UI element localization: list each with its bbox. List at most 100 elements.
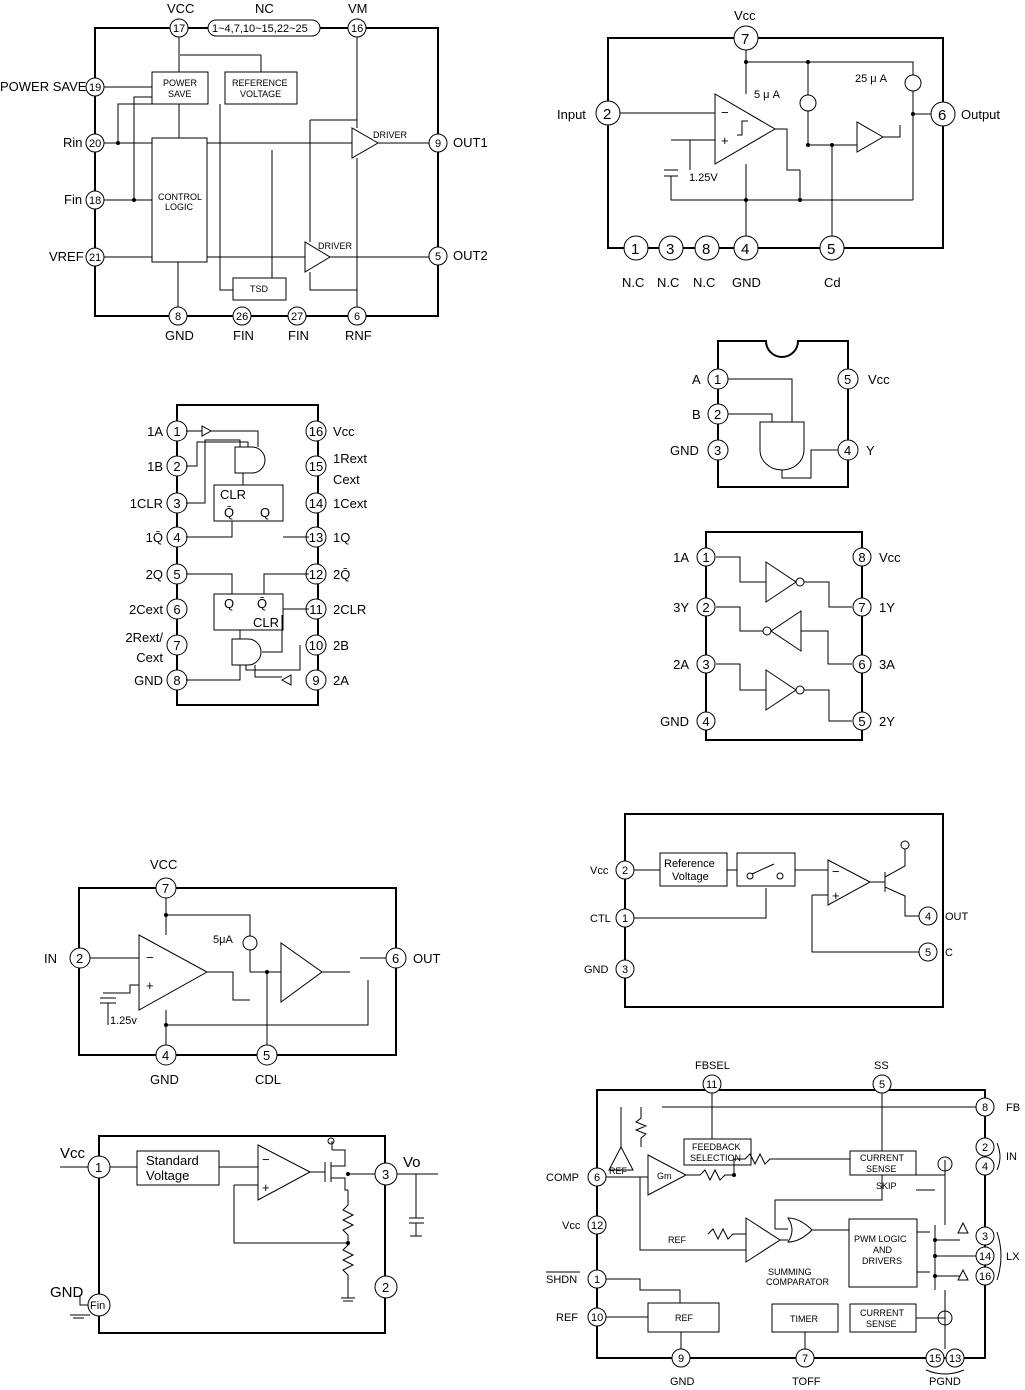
d8-pin-vcc-num: 1 <box>95 1160 102 1175</box>
d8-opamp <box>257 1144 312 1201</box>
d3-pin-7 <box>166 634 188 656</box>
d6-pin-in-num: 2 <box>76 951 83 966</box>
motor-driver-diagram: VCC 17 NC 1~4,7,10~15,22~25 VM 16 POWER … <box>0 1 488 343</box>
d1-fin27-label: FIN <box>288 328 309 343</box>
d7-opamp <box>827 859 872 906</box>
d8-gnd-label: GND <box>50 1284 84 1301</box>
d3-pin-7-num: 7 <box>173 638 180 653</box>
d2-125v-label: 1.25V <box>689 172 718 184</box>
d3-pin-9 <box>305 669 327 691</box>
d9-pwm-l1: PWM LOGIC <box>854 1234 907 1244</box>
d7-chip-outline <box>624 813 944 1008</box>
d3-ff1-q: Q <box>260 505 270 520</box>
d8-pin-vo-num: 3 <box>382 1167 389 1182</box>
d9-cs2-l1: CURRENT <box>860 1308 905 1318</box>
d2-chip-outline <box>607 37 944 249</box>
d2-hysteresis-icon <box>737 120 748 136</box>
reset-ic-diagram-2: VCC 7 IN 2 6 OUT 4 GND 5 CDL − + 5μA 1.2… <box>44 857 441 1087</box>
d9-pin-lx14-num: 14 <box>979 1251 991 1263</box>
d1-pin-fin26 <box>232 306 252 326</box>
d2-5ua-label: 5 μ A <box>754 89 781 101</box>
d1-ref-block-l2: VOLTAGE <box>240 89 281 99</box>
d1-pin-out1-num: 9 <box>435 138 441 150</box>
d1-wiring <box>104 37 429 307</box>
dc-dc-controller-diagram: FBSEL 11 SS 5 8 FB 2 4 IN 3 14 16 LX COM… <box>546 1060 1020 1388</box>
d1-driver2-label: DRIVER <box>318 241 353 251</box>
d3-right-label-11: 2CLR <box>333 602 366 617</box>
d2-current-source-25ua <box>904 74 922 92</box>
d5-pin-p1-num: 1 <box>702 550 709 565</box>
d9-summing-comparator <box>745 1217 781 1263</box>
d3-inverter-1 <box>201 425 213 437</box>
d5-left-label-2: 2A <box>673 657 689 672</box>
d3-pin-5-num: 5 <box>173 567 180 582</box>
d3-pin-14-num: 14 <box>309 496 323 511</box>
d1-pin-out2-num: 5 <box>435 251 441 263</box>
d3-right-label-16: Vcc <box>333 424 355 439</box>
d9-fbsel-label: FBSEL <box>695 1060 730 1072</box>
d1-vcc-label: VCC <box>167 1 194 16</box>
d1-control-logic-l2: LOGIC <box>165 202 194 212</box>
d2-gnd-label: GND <box>732 275 761 290</box>
d1-reference-voltage-block <box>224 71 298 105</box>
d9-shdn-label: SHDN <box>546 1274 577 1286</box>
d8-std-l1: Standard <box>146 1153 199 1168</box>
d1-vref-label: VREF <box>49 249 84 264</box>
d6-pin-out-num: 6 <box>392 951 399 966</box>
d5-inverter-3 <box>765 669 797 711</box>
svg-text:+: + <box>262 1180 270 1195</box>
d5-pin-p3-num: 3 <box>702 657 709 672</box>
d6-gnd-label: GND <box>150 1072 179 1087</box>
d1-pin-power-save-num: 19 <box>89 82 101 94</box>
d3-ff1-qbar: Q̄ <box>224 505 234 520</box>
d1-pin-fin27-num: 27 <box>291 311 303 323</box>
d4-pin-vcc-num: 5 <box>844 372 851 387</box>
d3-and-gate-2 <box>231 638 262 666</box>
d1-nc-pin-range <box>207 19 321 37</box>
d2-current-source-5ua <box>799 94 817 112</box>
d9-cs1-l2: SENSE <box>866 1164 897 1174</box>
d9-cs1-l1: CURRENT <box>860 1153 905 1163</box>
d1-pin-fin-num: 18 <box>89 195 101 207</box>
single-and-gate-diagram: A 1 B 2 GND 3 5 Vcc 4 Y <box>670 340 890 488</box>
d9-pin-vcc <box>587 1215 607 1235</box>
d1-rin-label: Rin <box>63 135 83 150</box>
d3-left-label-6: 2Cext <box>129 602 163 617</box>
d9-pin-lx16-num: 16 <box>979 1271 991 1283</box>
d9-pin-comp-num: 6 <box>594 1172 600 1184</box>
d5-right-label-2: 3A <box>879 657 895 672</box>
d4-a-label: A <box>692 372 701 387</box>
d9-pin-fbsel-num: 11 <box>706 1079 717 1091</box>
d8-vo-label: Vo <box>403 1154 421 1171</box>
d1-rnf-label: RNF <box>345 328 372 343</box>
d9-pgnd-label: PGND <box>929 1376 961 1388</box>
d1-driver1-label: DRIVER <box>373 130 408 140</box>
d1-pin-fin26-num: 26 <box>236 311 248 323</box>
d3-chip-outline <box>176 404 319 706</box>
d3-pin-6-num: 6 <box>173 602 180 617</box>
d9-cs2-l2: SENSE <box>866 1319 897 1329</box>
d3-left-label-5: 2Q <box>146 567 163 582</box>
d1-pin-vref-num: 21 <box>89 252 101 264</box>
d7-pin-c-num: 5 <box>925 947 931 959</box>
d1-gnd-label: GND <box>165 328 194 343</box>
d9-ref-in2: REF <box>668 1235 687 1245</box>
d5-inverter-1 <box>765 561 797 603</box>
d9-pin-ref-num: 10 <box>591 1312 603 1324</box>
d9-summing-l1: SUMMING <box>768 1267 812 1277</box>
d2-nc3-label: N.C <box>657 275 679 290</box>
d6-out-label: OUT <box>413 951 441 966</box>
d9-pin-in2 <box>975 1137 995 1157</box>
d9-pin-pgnd13-num: 13 <box>949 1353 961 1365</box>
d3-ff2-clr: CLR <box>253 615 279 630</box>
svg-text:−: − <box>832 864 840 879</box>
d3-right-label-9: 2A <box>333 673 349 688</box>
d1-chip-outline <box>94 27 439 317</box>
d1-nc-range-text: 1~4,7,10~15,22~25 <box>212 23 308 35</box>
d3-ff2-q: Q <box>224 596 234 611</box>
d2-vcc-label: Vcc <box>734 8 756 23</box>
d8-fin-label: Fin <box>90 1300 105 1312</box>
d2-comparator <box>714 93 776 165</box>
d2-pin-cd-num: 5 <box>827 241 835 258</box>
d9-feedback-l1: FEEDBACK <box>692 1142 741 1152</box>
